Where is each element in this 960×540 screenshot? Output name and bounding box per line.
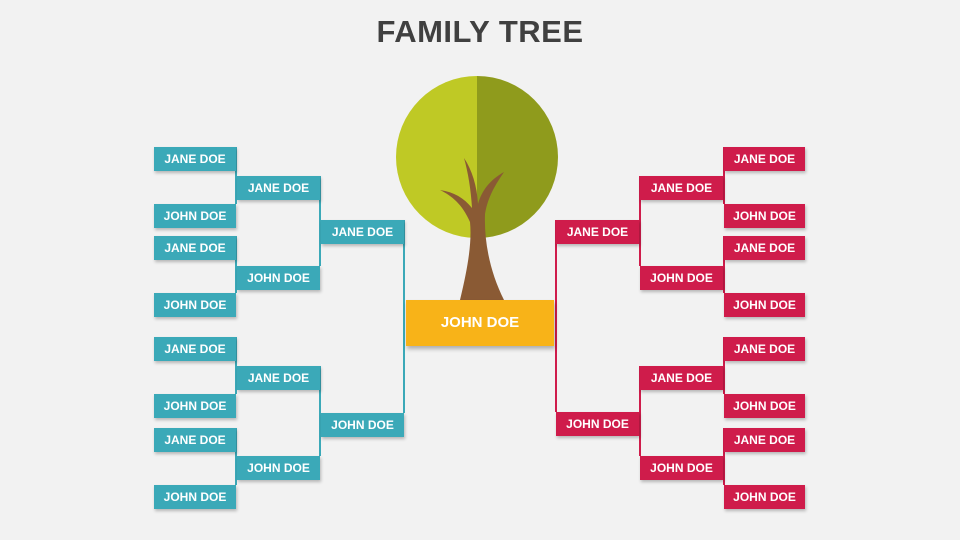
right-gen2-person-2[interactable]: JOHN DOE xyxy=(640,266,723,290)
right-gen1-person-1[interactable]: JANE DOE xyxy=(556,220,639,244)
right-gen3-person-4[interactable]: JOHN DOE xyxy=(724,293,805,317)
left-gen3-person-5[interactable]: JANE DOE xyxy=(154,337,236,361)
left-gen3-person-7[interactable]: JANE DOE xyxy=(154,428,236,452)
right-gen2-person-4[interactable]: JOHN DOE xyxy=(640,456,723,480)
right-gen3-person-7[interactable]: JANE DOE xyxy=(724,428,805,452)
left-gen3-person-4[interactable]: JOHN DOE xyxy=(154,293,236,317)
left-gen3-person-6[interactable]: JOHN DOE xyxy=(154,394,236,418)
right-gen2-person-3[interactable]: JANE DOE xyxy=(640,366,723,390)
left-gen1-person-1[interactable]: JANE DOE xyxy=(321,220,404,244)
right-gen3-person-2[interactable]: JOHN DOE xyxy=(724,204,805,228)
right-gen3-person-8[interactable]: JOHN DOE xyxy=(724,485,805,509)
left-gen3-person-8[interactable]: JOHN DOE xyxy=(154,485,236,509)
left-gen3-person-2[interactable]: JOHN DOE xyxy=(154,204,236,228)
right-gen3-person-1[interactable]: JANE DOE xyxy=(724,147,805,171)
right-gen3-person-6[interactable]: JOHN DOE xyxy=(724,394,805,418)
left-gen2-person-4[interactable]: JOHN DOE xyxy=(237,456,320,480)
root-person[interactable]: JOHN DOE xyxy=(406,300,554,346)
left-gen2-person-3[interactable]: JANE DOE xyxy=(237,366,320,390)
right-gen3-person-5[interactable]: JANE DOE xyxy=(724,337,805,361)
left-gen2-person-2[interactable]: JOHN DOE xyxy=(237,266,320,290)
right-gen1-person-2[interactable]: JOHN DOE xyxy=(556,412,639,436)
left-gen3-person-1[interactable]: JANE DOE xyxy=(154,147,236,171)
left-gen1-person-2[interactable]: JOHN DOE xyxy=(321,413,404,437)
right-gen3-person-3[interactable]: JANE DOE xyxy=(724,236,805,260)
left-gen2-person-1[interactable]: JANE DOE xyxy=(237,176,320,200)
right-gen2-person-1[interactable]: JANE DOE xyxy=(640,176,723,200)
left-gen3-person-3[interactable]: JANE DOE xyxy=(154,236,236,260)
